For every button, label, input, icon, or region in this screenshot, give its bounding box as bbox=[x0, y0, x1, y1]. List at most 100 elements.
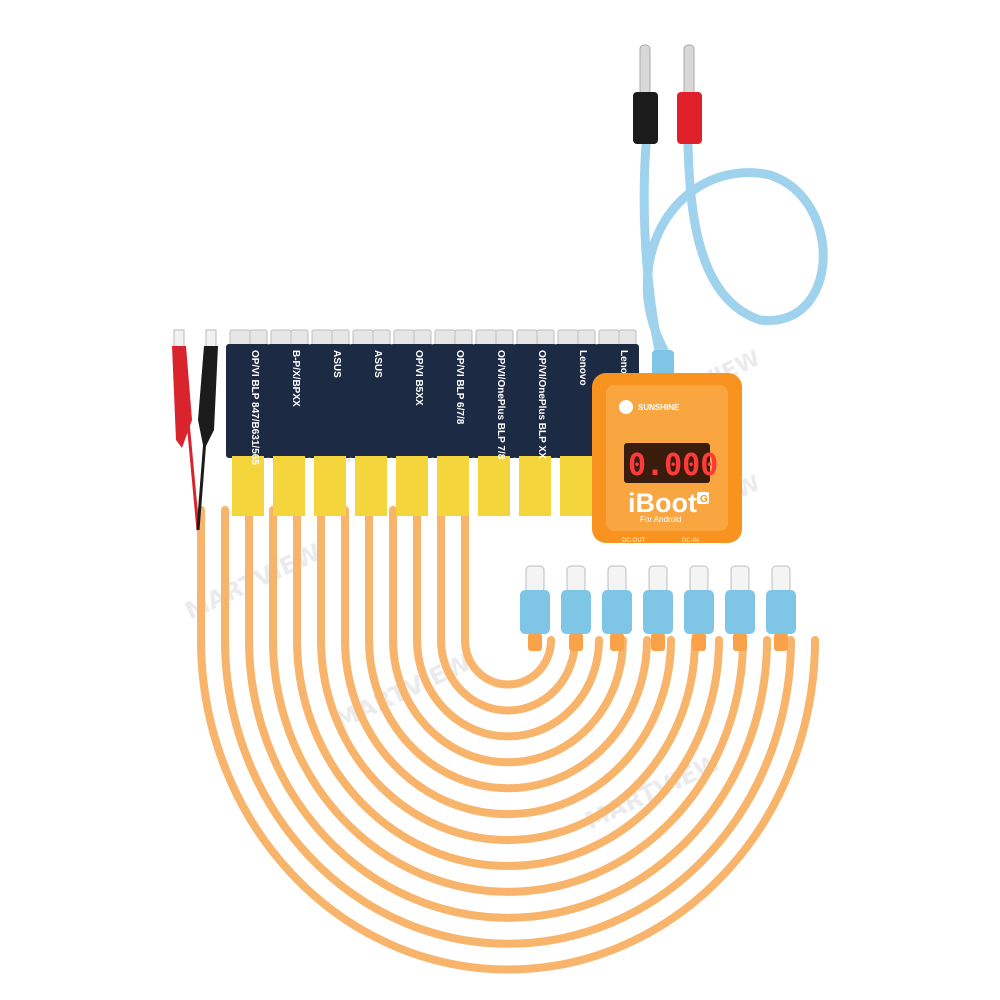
usb-c-housing bbox=[643, 590, 673, 634]
usb-c-plug bbox=[725, 565, 755, 651]
battery-strip: OP/VI B5XX bbox=[390, 329, 434, 516]
usb-c-plug bbox=[684, 565, 714, 651]
usb-c-tip bbox=[771, 565, 791, 593]
strip-contact bbox=[618, 329, 637, 347]
port-left-label: DC-OUT bbox=[622, 538, 646, 544]
usb-c-housing bbox=[520, 590, 550, 634]
banana-pin-red bbox=[683, 44, 695, 96]
strip-board bbox=[431, 344, 475, 458]
strip-flex bbox=[396, 456, 428, 516]
banana-plug-red bbox=[677, 92, 702, 144]
clip-body-black bbox=[198, 346, 218, 450]
clip-body-red bbox=[172, 346, 192, 448]
banana-plug-black bbox=[633, 92, 658, 144]
strip-label: Lenovo bbox=[577, 350, 588, 386]
brand-logo-icon bbox=[619, 400, 633, 414]
usb-c-housing bbox=[766, 590, 796, 634]
lcd-display bbox=[624, 443, 710, 483]
usb-c-plug bbox=[520, 565, 550, 651]
title-badge-text: G bbox=[700, 494, 708, 505]
usb-c-tip bbox=[607, 565, 627, 593]
orange-cable bbox=[293, 506, 723, 870]
orange-cable bbox=[461, 506, 555, 689]
strip-contact bbox=[495, 329, 514, 347]
orange-cable bbox=[245, 506, 771, 922]
port-right-label: DC-IN bbox=[682, 538, 699, 544]
iboot-power-box: SUNSHINE 0.000 iBoot G For Android DC-OU… bbox=[592, 373, 742, 544]
battery-connector-strips: OP/VI BLP 847/B631/565 B-P/X/BPXX ASUS ASUS… bbox=[226, 329, 639, 516]
usb-c-collar bbox=[569, 633, 583, 651]
banana-pin-black bbox=[639, 44, 651, 96]
strip-contact bbox=[290, 329, 309, 347]
strip-contact bbox=[372, 329, 391, 347]
cable-strain-relief bbox=[652, 350, 674, 380]
strip-flex bbox=[232, 456, 264, 516]
strip-contact bbox=[229, 329, 251, 347]
title-badge bbox=[697, 492, 709, 504]
strip-flex bbox=[519, 456, 551, 516]
orange-cable bbox=[221, 506, 795, 948]
battery-strip: ASUS bbox=[308, 329, 352, 516]
usb-c-housing bbox=[725, 590, 755, 634]
strip-contact bbox=[454, 329, 473, 347]
strip-contact bbox=[536, 329, 555, 347]
alligator-clips bbox=[172, 329, 218, 531]
usb-c-tip bbox=[648, 565, 668, 593]
strip-contact bbox=[331, 329, 350, 347]
usb-c-collar bbox=[692, 633, 706, 651]
usb-c-housing bbox=[561, 590, 591, 634]
strip-contact bbox=[598, 329, 620, 347]
strip-label: OP/VI/OnePlus BLP XX bbox=[536, 350, 547, 459]
strip-flex bbox=[355, 456, 387, 516]
strip-label: ASUS bbox=[331, 350, 342, 378]
clip-tip-red bbox=[173, 329, 185, 349]
strip-board bbox=[513, 344, 557, 458]
strip-label: Lenovo bbox=[618, 350, 629, 386]
usb-c-housing bbox=[684, 590, 714, 634]
usb-c-collar bbox=[774, 633, 788, 651]
orange-cable bbox=[437, 506, 579, 715]
usb-c-plug bbox=[602, 565, 632, 651]
strip-contact bbox=[270, 329, 292, 347]
orange-cable-bundle bbox=[197, 506, 819, 974]
strip-label: B-P/X/BPXX bbox=[290, 350, 301, 407]
usb-c-collar bbox=[528, 633, 542, 651]
battery-strip: OP/VI BLP 847/B631/565 bbox=[226, 329, 270, 516]
usb-c-plug bbox=[643, 565, 673, 651]
usb-c-plug bbox=[766, 565, 796, 651]
orange-cable bbox=[197, 506, 819, 974]
strip-label: OP/VI BLP 847/B631/565 bbox=[249, 350, 260, 465]
strip-board bbox=[390, 344, 434, 458]
strip-flex bbox=[273, 456, 305, 516]
strip-flex bbox=[314, 456, 346, 516]
usb-c-plug bbox=[561, 565, 591, 651]
usb-c-collar bbox=[610, 633, 624, 651]
strip-board bbox=[308, 344, 352, 458]
usb-c-collar bbox=[733, 633, 747, 651]
usb-c-tip bbox=[730, 565, 750, 593]
strip-flex bbox=[478, 456, 510, 516]
blue-cable-black-lead bbox=[639, 140, 665, 360]
strip-contact bbox=[393, 329, 415, 347]
usb-c-collar bbox=[651, 633, 665, 651]
strip-label: OP/VI BLP 6/7/8 bbox=[454, 350, 465, 425]
strip-board bbox=[349, 344, 393, 458]
strip-contact bbox=[352, 329, 374, 347]
strip-contact bbox=[516, 329, 538, 347]
battery-strip: B-P/X/BPXX bbox=[267, 329, 311, 516]
orange-cable bbox=[413, 506, 603, 741]
blue-lead-cable bbox=[633, 44, 828, 380]
strip-label: OP/VI/OnePlus BLP 7/8 bbox=[495, 350, 506, 460]
strip-contact bbox=[413, 329, 432, 347]
battery-strip: OP/VI BLP 6/7/8 bbox=[431, 329, 475, 516]
strip-contact bbox=[434, 329, 456, 347]
strip-board bbox=[554, 344, 598, 458]
strip-contact bbox=[557, 329, 579, 347]
strip-label: OP/VI B5XX bbox=[413, 350, 424, 406]
strip-label: ASUS bbox=[372, 350, 383, 378]
strip-flex bbox=[437, 456, 469, 516]
brand-name: SUNSHINE bbox=[638, 403, 680, 412]
strip-board bbox=[267, 344, 311, 458]
lcd-reading: 0.000 bbox=[628, 448, 718, 483]
